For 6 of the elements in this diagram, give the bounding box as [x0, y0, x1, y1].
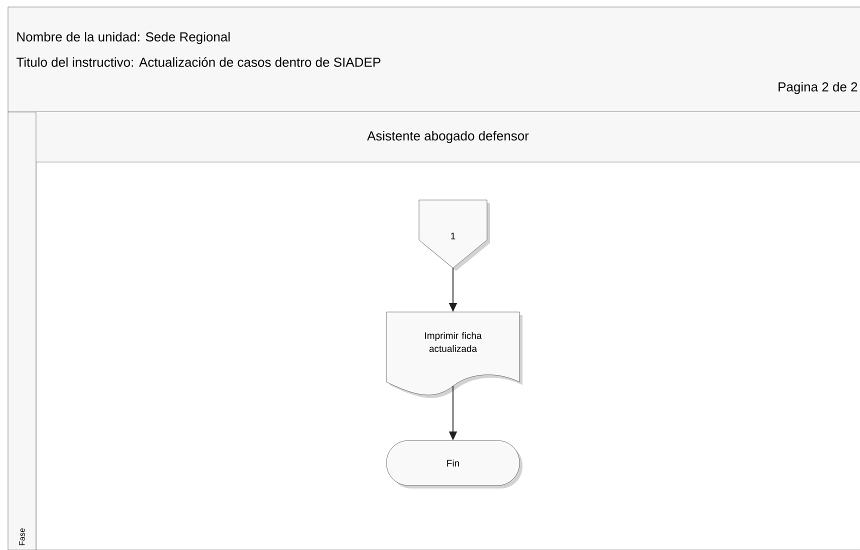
- header-text: Titulo del instructivo: Actualización de casos dentro de SIADEP: [16, 57, 380, 67]
- phase-band: Fase: [8, 112, 36, 550]
- header-text: Pagina 2 de 2: [778, 82, 858, 94]
- off-page-connector: 1: [418, 200, 490, 271]
- header-text: Nombre de la unidad: Sede Regional: [17, 32, 230, 44]
- terminator: Fin: [386, 440, 522, 488]
